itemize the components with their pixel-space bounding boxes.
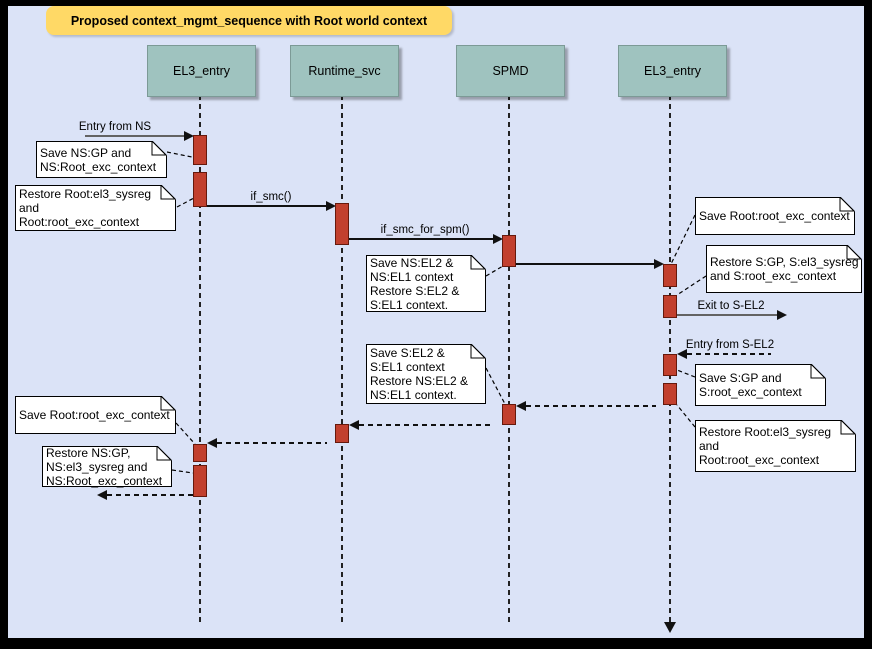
note-fold-icon <box>151 141 167 156</box>
note-restore-ns-gp: Restore NS:GP, NS:el3_sysreg and NS:Root… <box>42 445 172 488</box>
participant-label: SPMD <box>492 64 529 78</box>
note-save-root-exc: Save Root:root_exc_context <box>695 197 855 235</box>
arrowhead-icon <box>654 259 664 269</box>
exit-to-s-el2-arrow <box>677 314 777 316</box>
participant-spmd: SPMD <box>456 45 565 97</box>
activation-bar <box>663 354 677 376</box>
note-fold-icon <box>810 364 826 379</box>
note-connector <box>485 367 506 405</box>
if-smc-for-spm-arrow <box>349 238 493 240</box>
activation-bar <box>193 465 207 497</box>
note-fold-icon <box>840 420 856 435</box>
note-connector <box>166 151 193 158</box>
note-fold-icon <box>160 396 176 411</box>
arrowhead-icon <box>493 234 503 244</box>
note-restore-root-sysreg: Restore Root:el3_sysreg and Root:root_ex… <box>15 185 176 231</box>
note-text: Save S:GP and S:root_exc_context <box>699 371 802 399</box>
note-connector <box>670 214 696 265</box>
arrowhead-icon <box>349 420 359 430</box>
note-fold-icon <box>156 446 172 461</box>
activation-bar <box>663 264 677 287</box>
lifeline-el3-entry-1 <box>199 95 201 625</box>
activation-bar <box>502 404 516 425</box>
if-smc-arrow <box>207 205 326 207</box>
participant-el3-entry-1: EL3_entry <box>147 45 256 97</box>
arrowhead-icon <box>516 401 526 411</box>
message-label: Entry from NS <box>78 121 152 133</box>
note-connectors <box>166 151 707 474</box>
message-label: Entry from S-EL2 <box>685 339 775 351</box>
note-fold-icon <box>470 255 486 270</box>
note-connector <box>676 404 696 428</box>
note-text: Save S:EL2 & S:EL1 context Restore NS:EL… <box>370 346 469 402</box>
arrowhead-icon <box>184 131 194 141</box>
note-text: Restore Root:el3_sysreg and Root:root_ex… <box>699 425 832 467</box>
message-label: Exit to S-EL2 <box>697 300 765 312</box>
activation-bar <box>502 235 516 267</box>
lifeline-spmd <box>508 95 510 625</box>
note-fold-icon <box>160 185 176 200</box>
participant-runtime-svc: Runtime_svc <box>290 45 399 97</box>
activation-bar <box>335 203 349 245</box>
note-text: Save NS:EL2 & NS:EL1 context Restore S:E… <box>370 255 460 312</box>
note-connector <box>171 469 194 474</box>
note-fold-icon <box>470 344 486 359</box>
note-connector <box>176 197 195 208</box>
arrowhead-icon <box>97 490 107 500</box>
arrowhead-icon <box>777 310 787 320</box>
note-save-s-el2: Save S:EL2 & S:EL1 context Restore NS:EL… <box>366 344 486 404</box>
note-connector <box>175 422 196 445</box>
note-text: Save Root:root_exc_context <box>19 408 170 422</box>
note-save-ns-el2: Save NS:EL2 & NS:EL1 context Restore S:E… <box>366 255 486 312</box>
diagram-title-text: Proposed context_mgmt_sequence with Root… <box>70 13 428 28</box>
activation-bar <box>193 135 207 165</box>
note-text: Restore S:GP, S:el3_sysreg and S:root_ex… <box>710 255 859 283</box>
note-connector <box>676 275 707 296</box>
note-connector <box>485 265 504 277</box>
arrowhead-icon <box>326 201 336 211</box>
return-to-spmd-arrow <box>526 405 656 407</box>
lifeline-runtime-svc <box>341 95 343 625</box>
entry-from-ns-arrow <box>85 135 184 137</box>
participant-label: EL3_entry <box>173 64 230 78</box>
message-label: if_smc_for_spm() <box>380 224 470 236</box>
entry-from-s-el2-arrow <box>687 353 771 355</box>
note-save-root-exc-2: Save Root:root_exc_context <box>15 396 176 434</box>
arrowhead-icon <box>677 349 687 359</box>
note-text: Restore Root:el3_sysreg and Root:root_ex… <box>19 187 152 229</box>
return-to-el3-entry-arrow <box>217 442 327 444</box>
participant-el3-entry-2: EL3_entry <box>618 45 727 97</box>
spmd-to-el3-arrow <box>516 263 654 265</box>
return-to-runtime-svc-arrow <box>359 424 494 426</box>
lifeline-end-arrowhead-icon <box>664 622 676 633</box>
note-text: Restore NS:GP, NS:el3_sysreg and NS:Root… <box>46 445 163 488</box>
arrowhead-icon <box>207 438 217 448</box>
note-text: Save Root:root_exc_context <box>699 209 850 223</box>
activation-bar <box>193 172 207 207</box>
note-save-ns-gp: Save NS:GP and NS:Root_exc_context <box>36 141 167 178</box>
participant-label: EL3_entry <box>644 64 701 78</box>
activation-bar <box>335 424 349 443</box>
note-save-s-gp: Save S:GP and S:root_exc_context <box>695 364 826 406</box>
activation-bar <box>193 444 207 462</box>
note-text: Save NS:GP and NS:Root_exc_context <box>40 145 157 174</box>
note-fold-icon <box>839 197 855 212</box>
note-restore-root-sysreg-2: Restore Root:el3_sysreg and Root:root_ex… <box>695 420 856 472</box>
note-connector <box>676 369 696 378</box>
note-restore-s-gp: Restore S:GP, S:el3_sysreg and S:root_ex… <box>706 245 862 293</box>
activation-bar <box>663 295 677 318</box>
activation-bar <box>663 383 677 405</box>
exit-to-ns-arrow <box>107 494 193 496</box>
sequence-diagram-canvas: Entry from NS if_smc() if_smc_for_spm() … <box>8 6 864 638</box>
participant-label: Runtime_svc <box>308 64 381 78</box>
message-label: if_smc() <box>250 191 292 203</box>
note-fold-icon <box>846 245 862 260</box>
diagram-title: Proposed context_mgmt_sequence with Root… <box>46 6 452 35</box>
